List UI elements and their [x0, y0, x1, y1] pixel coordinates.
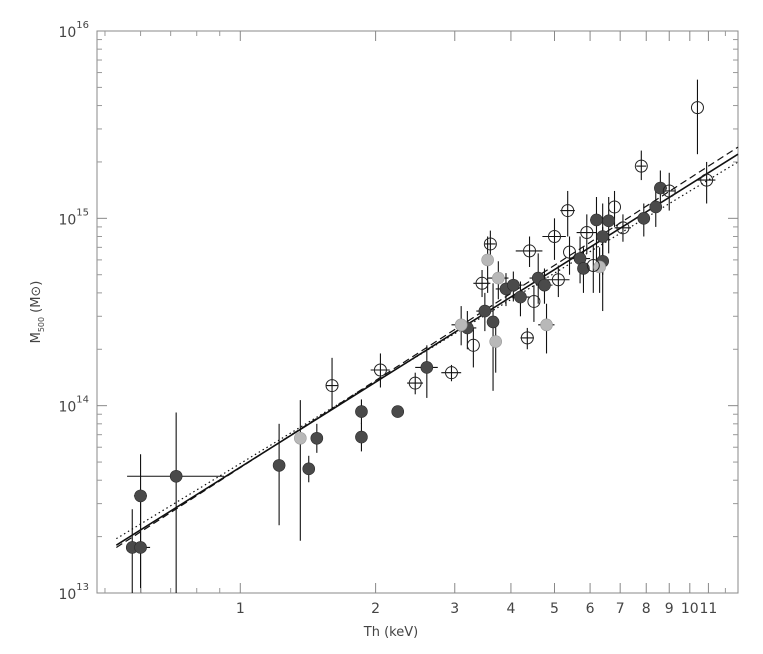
data-point-filled-dark — [420, 361, 434, 374]
data-point-open — [408, 376, 422, 390]
data-point-filled-dark — [272, 459, 286, 472]
x-tick-label: 8 — [642, 601, 651, 617]
data-point-filled-dark — [590, 213, 603, 227]
data-point-filled-light — [489, 335, 503, 348]
x-tick-label: 1 — [236, 601, 245, 617]
data-markers — [125, 101, 714, 554]
data-point-open — [700, 173, 714, 187]
y-tick-label: 1014 — [58, 395, 89, 416]
data-point-open — [563, 245, 577, 259]
data-point-filled-dark — [355, 430, 368, 444]
data-point-filled-dark — [507, 278, 520, 292]
data-point-open — [523, 244, 537, 258]
data-point-filled-dark — [637, 212, 651, 225]
y-tick-label-base: 10 — [58, 25, 76, 41]
x-axis-title: Th (keV) — [363, 625, 418, 640]
data-point-open — [527, 294, 541, 308]
y-tick-label-exponent: 14 — [76, 395, 89, 406]
data-point-open — [662, 184, 676, 198]
y-tick-label-exponent: 15 — [76, 207, 89, 218]
data-point-open — [373, 363, 387, 377]
error-bars — [127, 79, 716, 593]
y-axis-title-sub: 500 — [37, 317, 46, 332]
y-axis-title: M500 (M⊙) — [29, 281, 46, 344]
y-tick-label-base: 10 — [58, 212, 76, 228]
data-point-filled-dark — [538, 278, 551, 292]
data-point-open — [580, 226, 594, 240]
data-point-open — [634, 159, 648, 173]
data-point-filled-dark — [577, 262, 590, 275]
data-point-filled-dark — [302, 462, 316, 476]
data-point-filled-dark — [596, 230, 609, 243]
data-point-filled-dark — [649, 200, 663, 214]
data-point-open — [551, 273, 565, 287]
data-point-open — [483, 237, 497, 251]
data-point-open — [325, 379, 339, 393]
x-tick-label: 4 — [506, 601, 515, 617]
data-point-filled-light — [454, 318, 468, 332]
y-tick-label: 1016 — [58, 20, 89, 41]
x-tick-label: 7 — [616, 601, 625, 617]
data-point-filled-dark — [134, 489, 147, 503]
y-axis-title-unit: (M⊙) — [29, 281, 44, 313]
data-point-filled-dark — [391, 405, 405, 418]
data-point-filled-dark — [514, 290, 527, 304]
axis-ticks — [97, 30, 738, 594]
x-tick-label: 2 — [371, 601, 380, 617]
y-tick-label-base: 10 — [58, 400, 76, 416]
x-tick-label: 5 — [550, 601, 559, 617]
x-tick-label: 3 — [450, 601, 459, 617]
data-point-filled-light — [540, 318, 553, 332]
data-point-filled-dark — [654, 181, 667, 195]
y-tick-label-exponent: 13 — [76, 582, 89, 593]
x-tick-label: 9 — [665, 601, 674, 617]
data-point-open — [690, 101, 704, 115]
data-point-open — [608, 200, 622, 214]
data-point-filled-light — [481, 253, 494, 267]
data-point-open — [616, 221, 630, 235]
data-point-filled-dark — [355, 405, 368, 418]
data-point-filled-dark — [478, 304, 492, 318]
data-point-open — [586, 259, 600, 273]
data-point-open — [444, 366, 458, 380]
data-point-filled-dark — [310, 431, 324, 445]
x-tick-label: 11 — [699, 601, 717, 617]
data-point-open — [561, 204, 575, 218]
data-point-open — [520, 331, 534, 345]
x-tick-label: 6 — [586, 601, 595, 617]
y-tick-label-exponent: 16 — [76, 20, 89, 31]
y-tick-label: 1013 — [58, 582, 89, 603]
y-tick-label-base: 10 — [58, 587, 76, 603]
x-tick-label: 10 — [681, 601, 699, 617]
data-point-filled-light — [492, 271, 505, 285]
data-point-filled-dark — [134, 541, 147, 554]
y-axis-title-main: M — [29, 332, 44, 343]
data-point-open — [547, 229, 561, 243]
plot-frame — [96, 30, 739, 594]
data-point-open — [475, 276, 489, 290]
data-point-filled-dark — [486, 315, 500, 329]
y-tick-label: 1015 — [58, 207, 89, 228]
data-point-open — [466, 338, 480, 352]
data-point-filled-dark — [169, 469, 183, 483]
data-point-filled-dark — [602, 214, 615, 228]
data-point-filled-light — [294, 431, 307, 445]
